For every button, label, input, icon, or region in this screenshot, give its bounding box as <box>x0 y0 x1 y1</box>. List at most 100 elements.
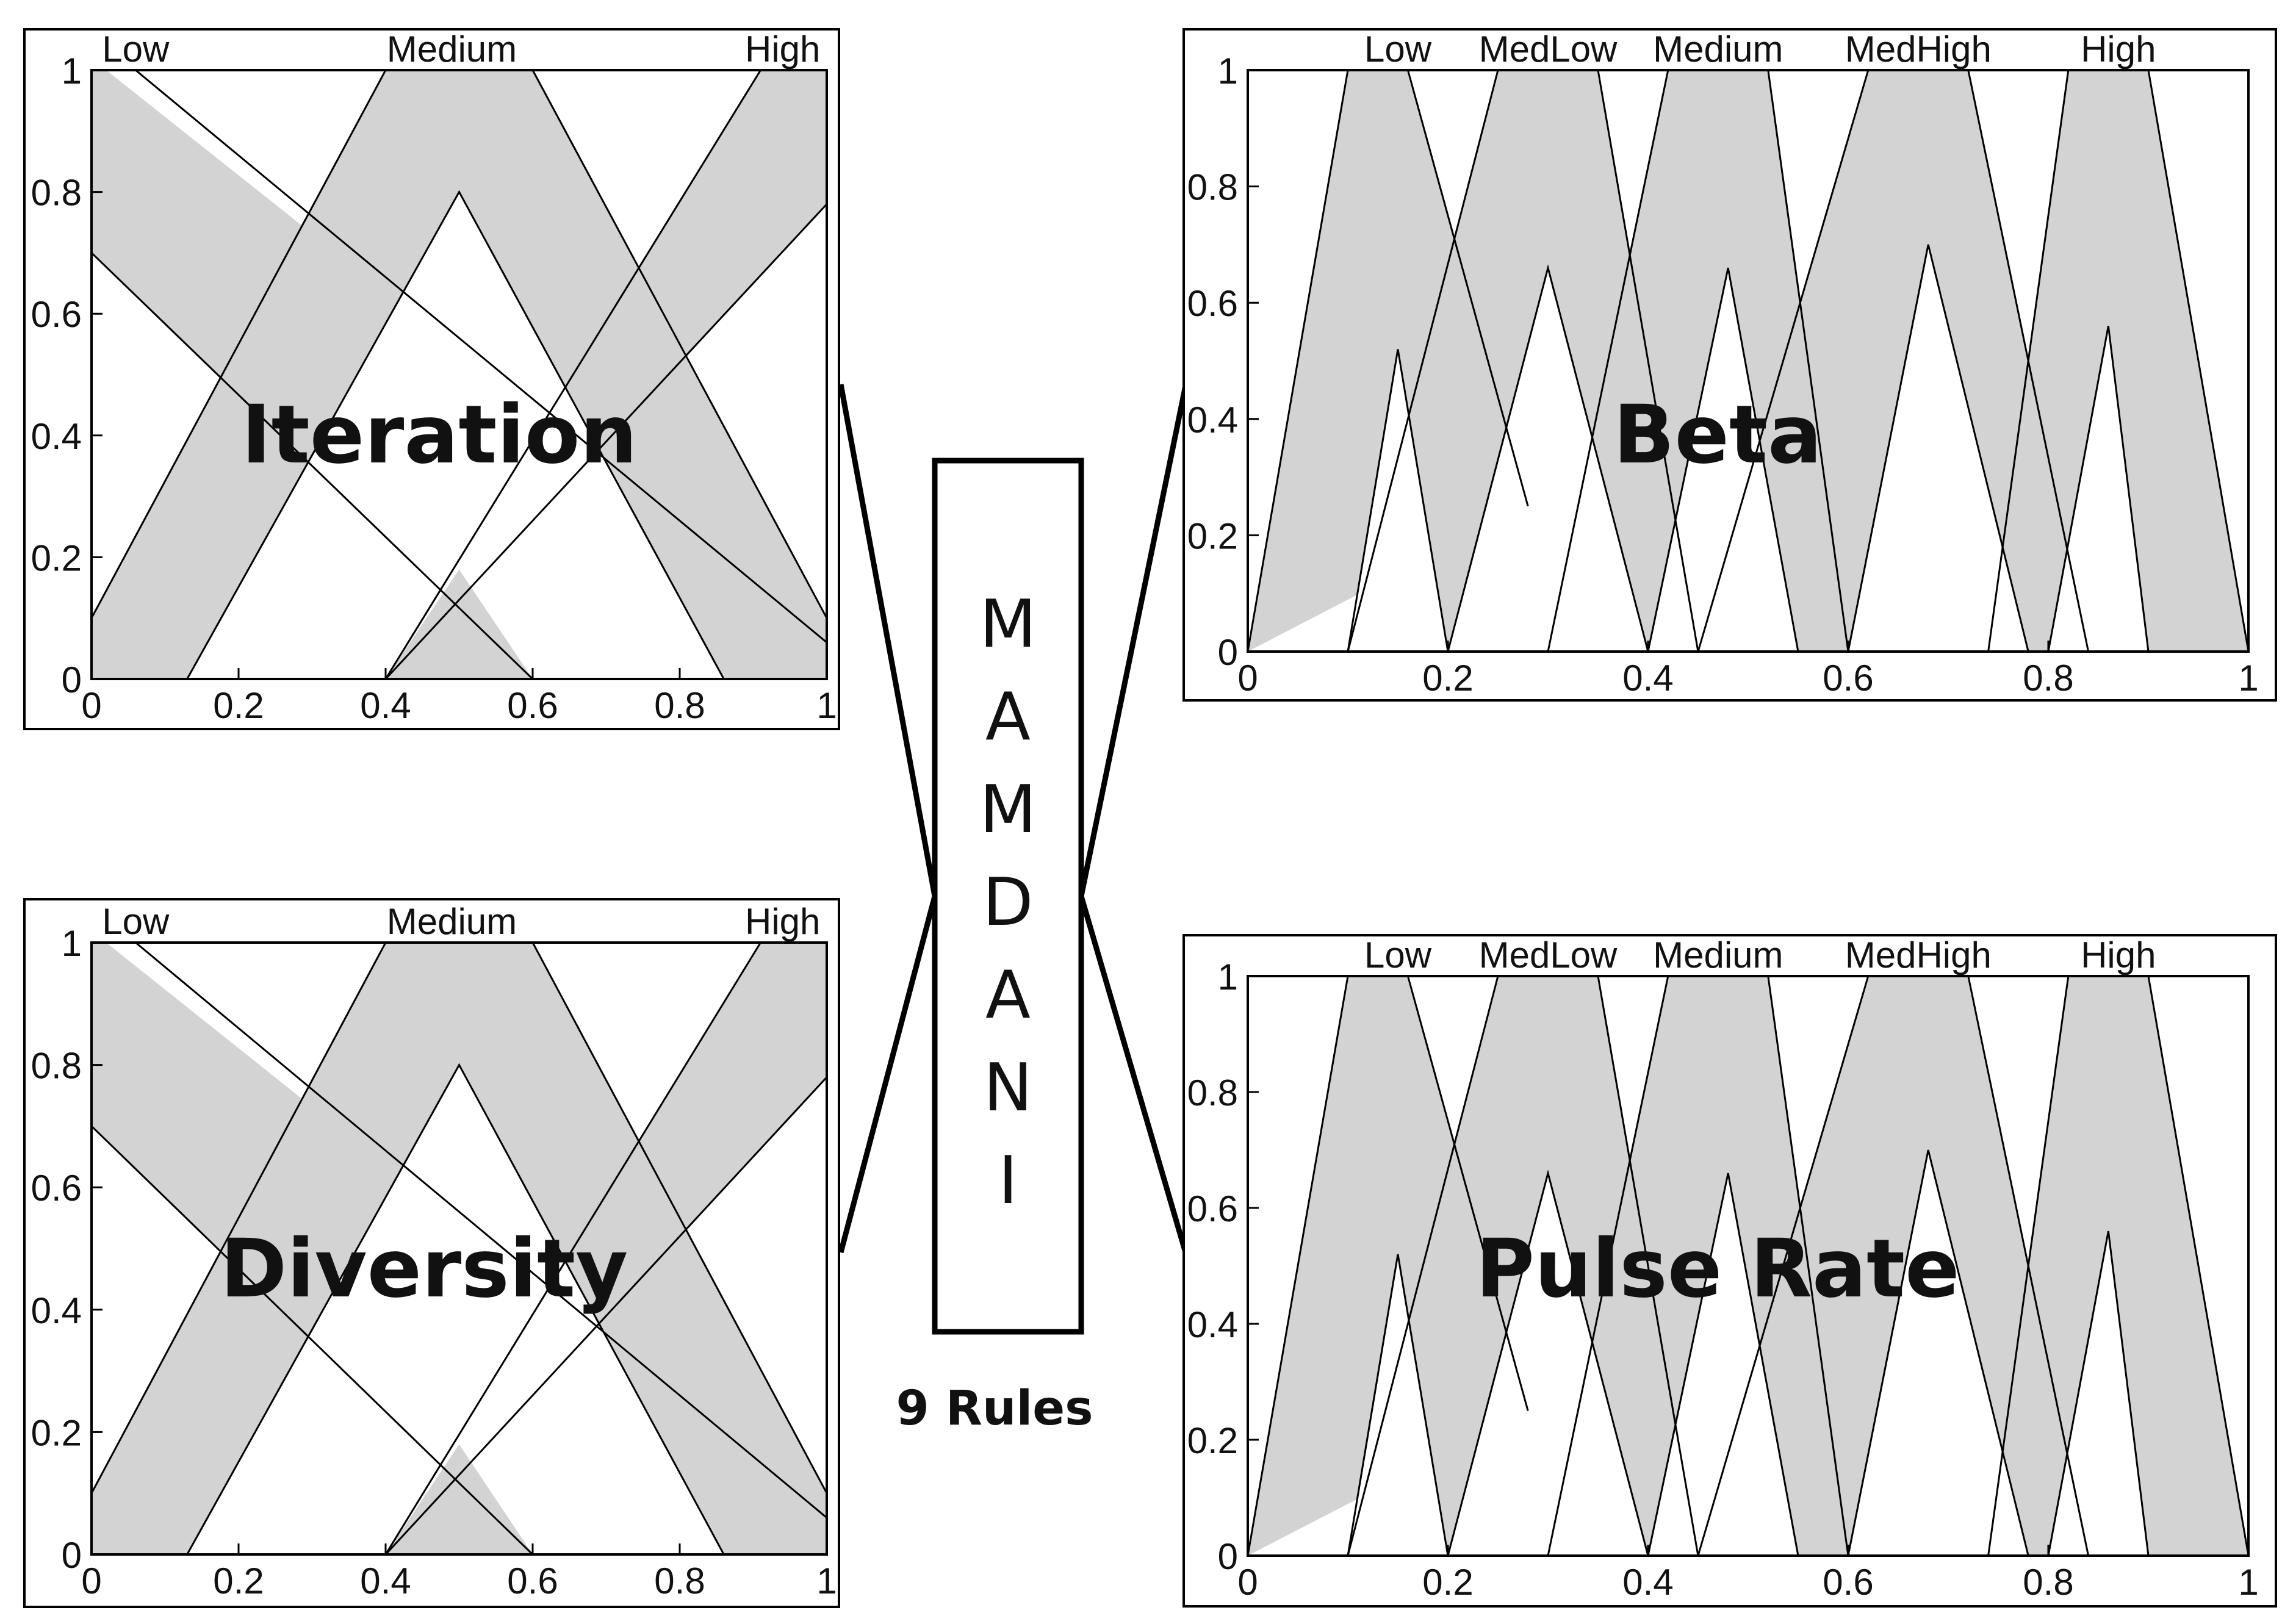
footprint-hole-high <box>2048 326 2148 652</box>
footprint-hole-low <box>1348 1254 1448 1556</box>
chart-title: Beta <box>1613 388 1822 482</box>
x-tick-label: 0 <box>81 1561 101 1601</box>
y-tick-label: 0.4 <box>1187 400 1238 440</box>
set-label-medium: Medium <box>387 901 517 942</box>
set-label-low: Low <box>1364 29 1432 70</box>
membership-line <box>384 203 827 679</box>
x-tick-label: 0.4 <box>1622 1562 1673 1603</box>
footprint-overlap <box>386 1444 533 1554</box>
x-tick-label: 0.8 <box>2023 658 2073 699</box>
y-tick-label: 0 <box>1218 1536 1238 1577</box>
membership-line <box>92 943 387 1494</box>
x-tick-label: 0.2 <box>1422 1562 1473 1603</box>
x-tick-label: 0.2 <box>213 1561 264 1601</box>
set-label-medhigh: MedHigh <box>1845 29 1992 70</box>
upper-membership-line <box>1248 976 1529 1556</box>
lower-membership-line <box>1847 244 2029 652</box>
membership-line <box>384 70 761 679</box>
footprint-hole-medhigh <box>1848 244 2029 652</box>
y-tick-label: 1 <box>1218 51 1238 92</box>
x-tick-label: 0.8 <box>654 1561 705 1601</box>
plot-area <box>1248 70 2248 652</box>
x-tick-label: 0 <box>1237 1562 1258 1603</box>
x-tick-label: 0.2 <box>1422 658 1473 699</box>
set-label-low: Low <box>102 901 170 942</box>
footprint-gap <box>187 1065 724 1554</box>
x-tick-label: 0.4 <box>360 1561 411 1601</box>
y-tick-label: 0.2 <box>1187 1420 1238 1461</box>
set-label-medium: Medium <box>387 29 517 70</box>
set-label-medium: Medium <box>1653 29 1783 70</box>
x-tick-label: 0.2 <box>213 685 264 726</box>
upper-membership-line <box>1987 976 2248 1556</box>
y-tick-label: 0.8 <box>1187 167 1238 208</box>
y-tick-label: 0.8 <box>31 1046 82 1087</box>
x-tick-label: 0.4 <box>1622 658 1673 699</box>
lower-membership-line <box>1347 1254 1449 1556</box>
lower-membership-line <box>1647 267 1799 652</box>
axes-box <box>90 941 828 1556</box>
rules-count-label: 9 Rules <box>896 1381 1093 1436</box>
set-label-high: High <box>745 29 820 70</box>
mamdani-box <box>932 458 1084 1335</box>
mamdani-letter: M <box>979 772 1036 848</box>
footprint-hole-medlow <box>1448 1173 1648 1556</box>
chart-title: Iteration <box>242 388 638 482</box>
x-tick-label: 0.8 <box>654 685 705 726</box>
lower-membership-line <box>1647 1173 1799 1556</box>
axes-box <box>90 69 828 680</box>
membership-line <box>135 943 827 1518</box>
footprint-hole-low <box>1348 349 1448 652</box>
x-tick-label: 0 <box>81 685 101 726</box>
x-tick-label: 1 <box>2238 658 2258 699</box>
mamdani-letter: N <box>984 1050 1033 1126</box>
lower-membership-line <box>1847 1149 2029 1556</box>
upper-membership-line <box>1248 70 1529 652</box>
set-label-medlow: MedLow <box>1479 29 1618 70</box>
y-tick-label: 0 <box>62 659 82 700</box>
footprint-hole-medlow <box>1448 268 1648 652</box>
mamdani-letter: A <box>985 957 1031 1033</box>
set-label-medhigh: MedHigh <box>1845 935 1992 975</box>
footprint-hole-high <box>2048 1231 2148 1556</box>
lower-membership-line <box>2047 1231 2150 1556</box>
x-tick-label: 0 <box>1237 658 1258 699</box>
x-tick-label: 0.6 <box>1823 658 1873 699</box>
x-tick-label: 1 <box>816 685 837 726</box>
y-tick-label: 0.8 <box>1187 1072 1238 1113</box>
set-label-high: High <box>2081 29 2156 70</box>
footprint-overlap <box>386 569 533 679</box>
footprint-hole-medium <box>1648 1173 1798 1556</box>
axes-box <box>1247 975 2250 1557</box>
y-tick-label: 1 <box>62 51 82 92</box>
upper-membership-line <box>1547 976 1849 1556</box>
membership-line <box>384 943 761 1554</box>
y-tick-label: 0.4 <box>31 1290 82 1331</box>
y-tick-label: 1 <box>62 923 82 964</box>
set-label-low: Low <box>1364 935 1432 975</box>
membership-line <box>92 1125 534 1554</box>
y-tick-label: 0.6 <box>31 1168 82 1209</box>
lower-membership-line <box>1347 349 1449 652</box>
membership-line <box>186 190 725 679</box>
y-tick-label: 0 <box>1218 632 1238 673</box>
connector-line <box>838 895 938 1254</box>
mamdani-letter: D <box>982 864 1033 941</box>
x-tick-label: 0.6 <box>1823 1562 1873 1603</box>
y-tick-label: 0.2 <box>1187 516 1238 556</box>
mamdani-letter: I <box>998 1143 1018 1219</box>
connector-line <box>1078 895 1193 1268</box>
upper-membership-line <box>1347 976 1699 1556</box>
footprint-medium <box>92 943 827 1554</box>
y-tick-label: 0.8 <box>31 173 82 214</box>
membership-line <box>186 1063 725 1554</box>
footprint-hole-medhigh <box>1848 1150 2029 1556</box>
mamdani-letter: M <box>979 586 1036 663</box>
x-tick-label: 0.4 <box>360 685 411 726</box>
footprint-gap <box>187 192 724 679</box>
y-tick-label: 0.6 <box>1187 1188 1238 1229</box>
membership-line <box>531 70 827 619</box>
x-tick-label: 0.6 <box>507 1561 558 1601</box>
